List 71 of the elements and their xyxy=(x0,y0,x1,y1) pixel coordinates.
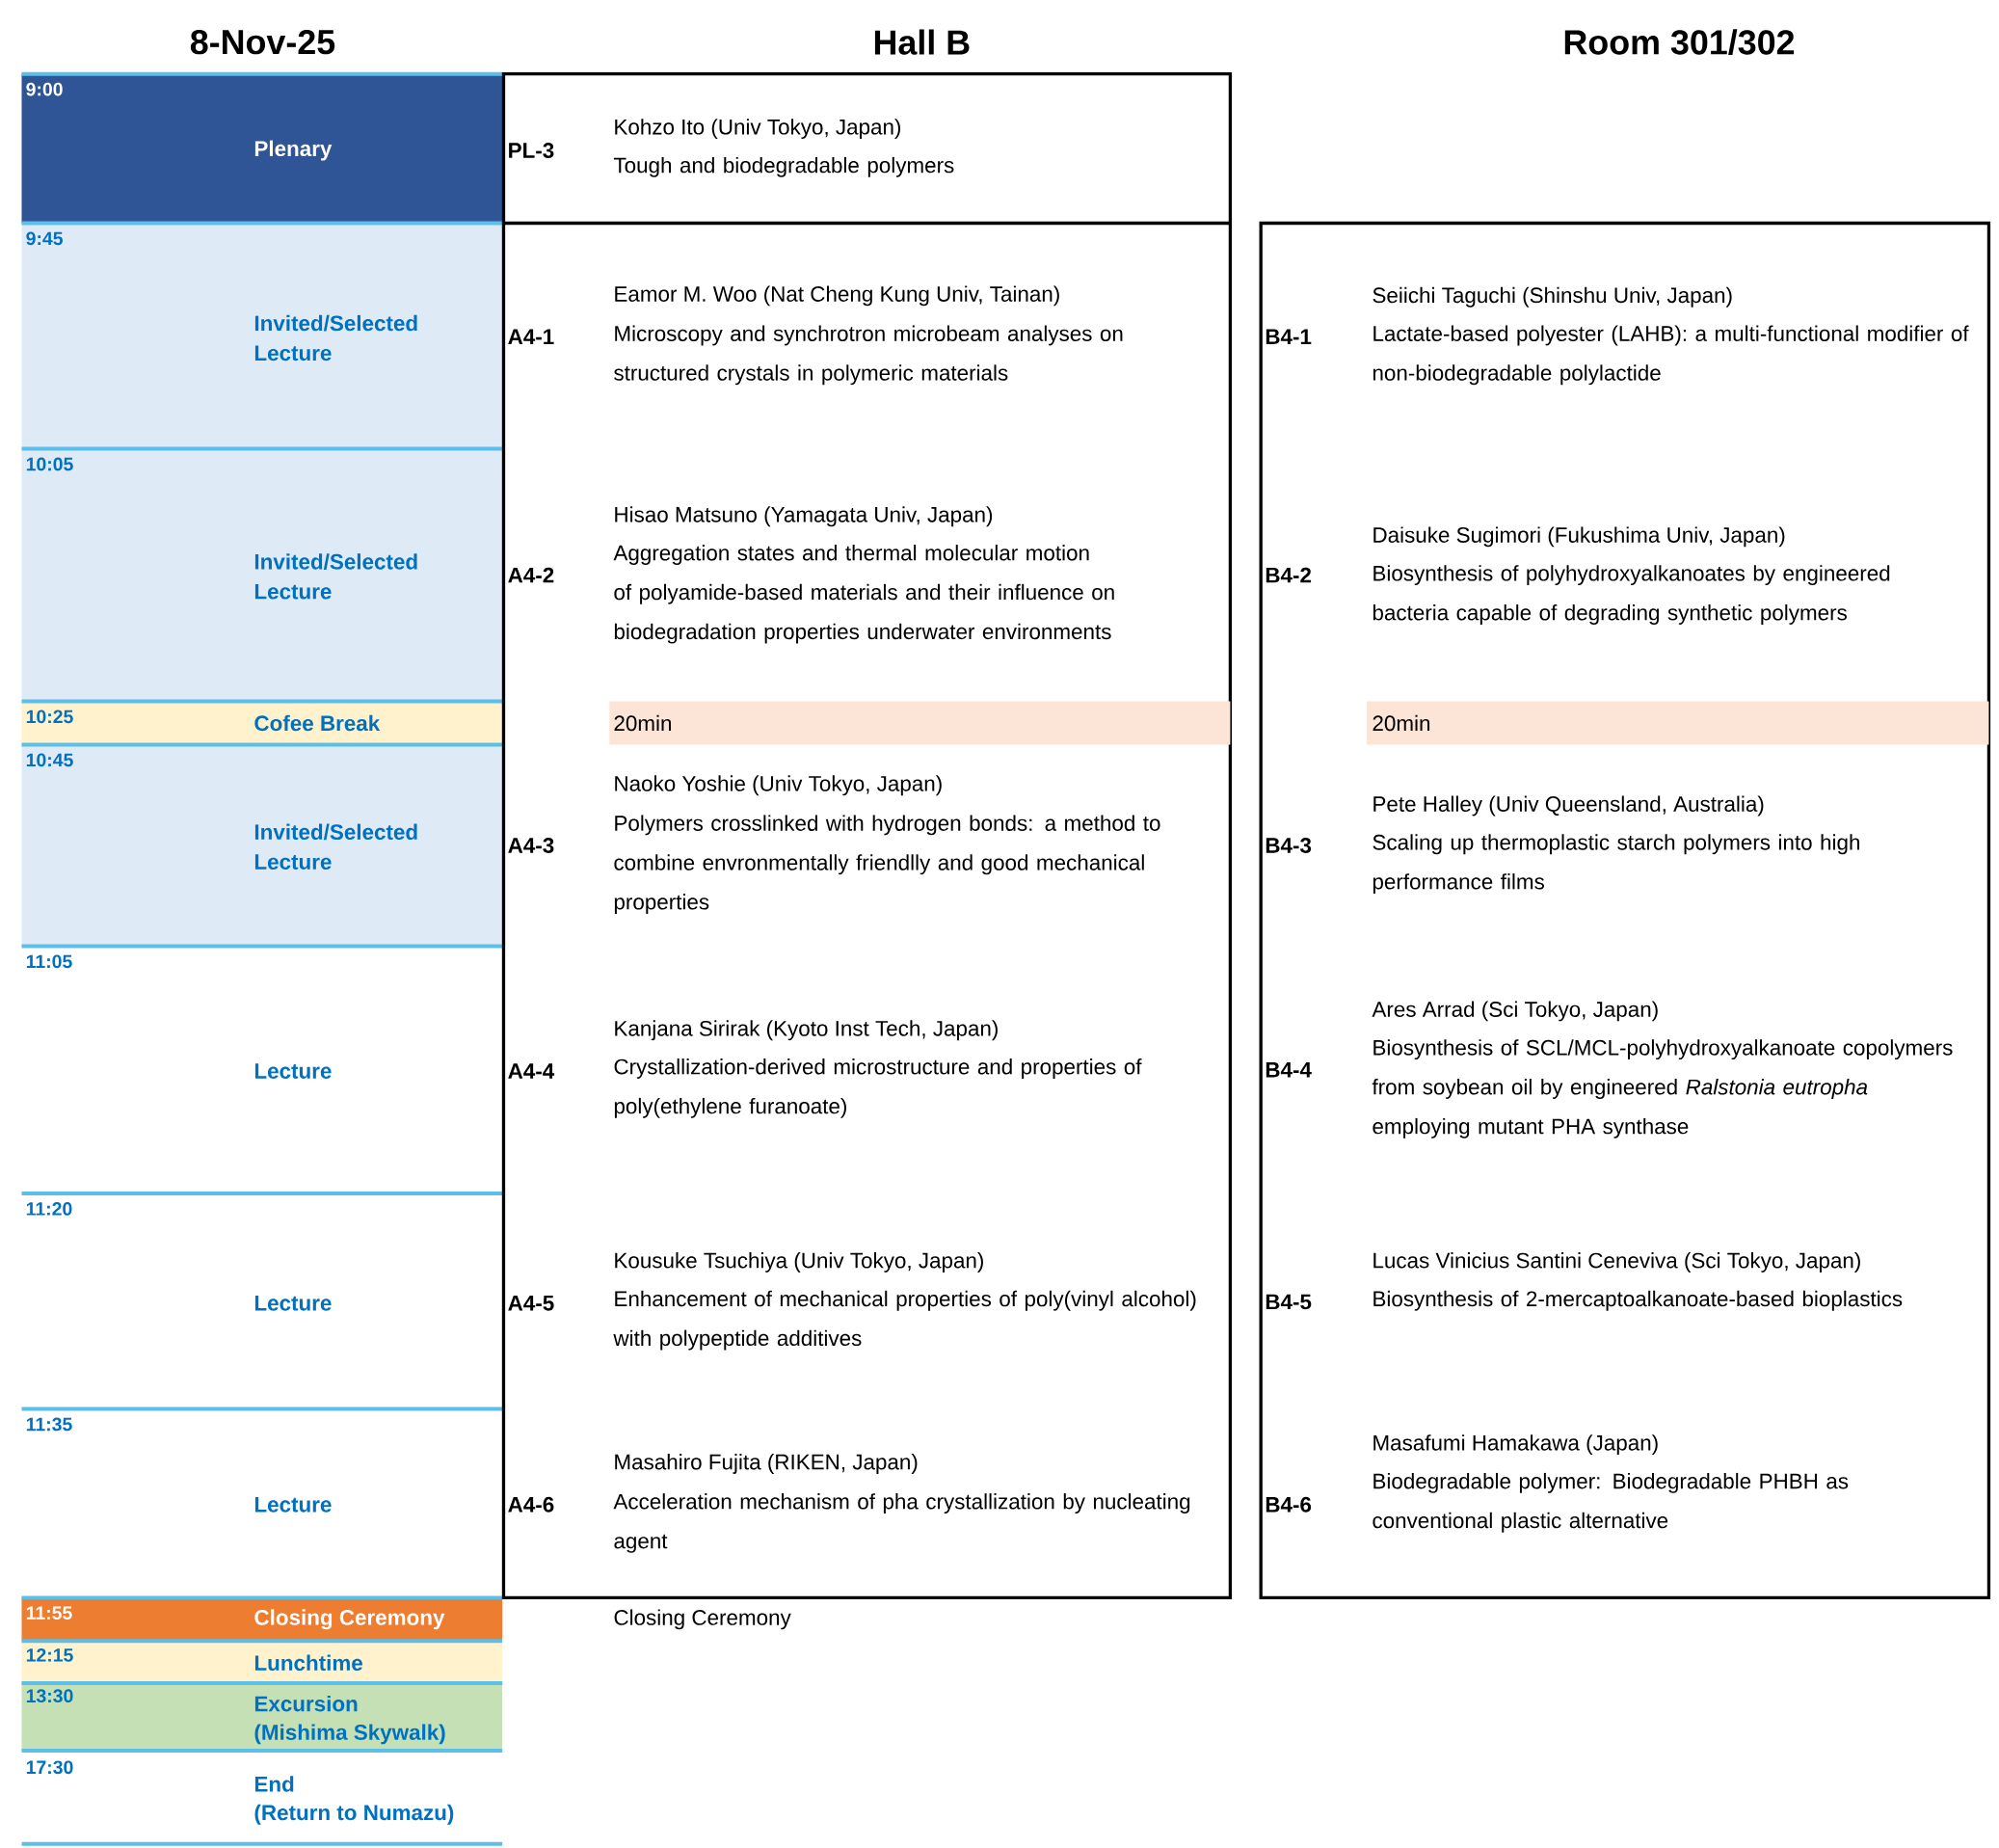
talk-code: B4-6 xyxy=(1266,1497,1312,1513)
column-heading: Hall B xyxy=(874,29,970,55)
talk-title: Enhancement of mechanical properties of poly(vinyl alcohol) with polypeptide additives xyxy=(613,1291,1196,1351)
break-band: 20min xyxy=(1366,701,1989,745)
talk-title: Acceleration mechanism of pha crystallization by nucleating agent xyxy=(613,1493,1190,1554)
time-label: 12:15 xyxy=(26,1648,73,1662)
session-label: Cofee Break xyxy=(254,714,381,732)
talk-title: Biodegradable polymer: Biodegradable PHBH as conventional plastic alternative xyxy=(1373,1473,1849,1533)
talk-code: A4-3 xyxy=(508,838,554,854)
time-label: 10:05 xyxy=(26,457,73,471)
speaker-name: Masafumi Hamakawa (Japan) xyxy=(1373,1434,1658,1456)
talk-code: A4-2 xyxy=(508,567,554,583)
time-label: 9:00 xyxy=(26,82,63,96)
talk-code: A4-4 xyxy=(508,1063,555,1079)
session-label: Plenary xyxy=(254,140,333,161)
session-label: Lecture xyxy=(254,1296,332,1311)
column-heading: Room 301/302 xyxy=(1564,29,1795,56)
session-label: Invited/Selected Lecture xyxy=(254,315,417,362)
time-label: 11:05 xyxy=(26,954,72,969)
talk-title: Aggregation states and thermal molecular motion of polyamide-based materials and their influence on biodegradation properties underwater environments xyxy=(613,545,1114,644)
speaker-name: Hisao Matsuno (Yamagata Univ, Japan) xyxy=(615,506,993,527)
speaker-name: Naoko Yoshie (Univ Tokyo, Japan) xyxy=(615,775,942,796)
session-label: Lecture xyxy=(254,1497,332,1513)
talk-title: Microscopy and synchrotron microbeam analyses on structured crystals in polymeric materials xyxy=(614,325,1123,386)
time-label: 9:45 xyxy=(26,231,63,246)
talk-code: A4-6 xyxy=(508,1497,554,1513)
session-label: (Mishima Skywalk) xyxy=(254,1724,445,1745)
time-label: 13:30 xyxy=(26,1689,73,1703)
talk-title: Crystallization-derived microstructure and properties of poly(ethylene furanoate) xyxy=(614,1058,1142,1118)
talk-title: Biosynthesis of SCL/MCL-polyhydroxyalkanoate copolymers from soybean oil by engineered Ralstonia eutropha employing mutant PHA synthase xyxy=(1372,1039,1953,1138)
speaker-name: Pete Halley (Univ Queensland, Australia) xyxy=(1373,795,1764,817)
talk-title: Biosynthesis of polyhydroxyalkanoates by engineered bacteria capable of degrading synthetic polymers xyxy=(1373,565,1890,626)
speaker-name: Ares Arrad (Sci Tokyo, Japan) xyxy=(1372,1001,1658,1022)
session-label: Excursion xyxy=(254,1696,358,1712)
session-label: Lunchtime xyxy=(254,1654,362,1672)
time-label: 11:20 xyxy=(26,1202,72,1216)
talk-title: Polymers crosslinked with hydrogen bonds: a method to combine envronmentally friendlly and good mechanical properties xyxy=(614,815,1160,915)
speaker-name: Kousuke Tsuchiya (Univ Tokyo, Japan) xyxy=(615,1252,983,1273)
talk-code: B4-3 xyxy=(1266,838,1312,854)
talk-title: Tough and biodegradable polymers xyxy=(613,157,954,177)
time-label: 11:35 xyxy=(26,1417,72,1432)
talk-code: B4-5 xyxy=(1266,1294,1312,1310)
time-label: 11:55 xyxy=(26,1606,72,1620)
speaker-name: Daisuke Sugimori (Fukushima Univ, Japan) xyxy=(1373,526,1785,548)
talk-title: Scaling up thermoplastic starch polymers into high performance films xyxy=(1373,834,1859,895)
time-label: 10:45 xyxy=(26,753,73,767)
talk-code: B4-4 xyxy=(1266,1062,1312,1078)
talk-title: Biosynthesis of 2-mercaptoalkanoate-based bioplastics xyxy=(1373,1291,1903,1311)
time-label: 10:25 xyxy=(26,710,73,724)
talk-code: PL-3 xyxy=(509,143,554,159)
break-band: 20min xyxy=(609,701,1231,745)
talk-title: Lactate-based polyester (LAHB): a multi-functional modifier of non-biodegradable polylactide xyxy=(1373,325,1969,386)
speaker-name: Eamor M. Woo (Nat Cheng Kung Univ, Tainan) xyxy=(615,285,1059,307)
speaker-name: Seiichi Taguchi (Shinshu Univ, Japan) xyxy=(1373,286,1732,308)
talk-code: A4-5 xyxy=(508,1296,554,1311)
session-label: Lecture xyxy=(254,1063,332,1080)
speaker-name: Kanjana Sirirak (Kyoto Inst Tech, Japan) xyxy=(615,1020,998,1041)
session-label: Closing Ceremony xyxy=(254,1609,445,1630)
talk-code: B4-2 xyxy=(1266,567,1312,583)
talk-code: B4-1 xyxy=(1266,329,1312,345)
closing-note: Closing Ceremony xyxy=(614,1609,791,1630)
talk-code: A4-1 xyxy=(508,329,554,345)
time-label: 17:30 xyxy=(26,1760,73,1775)
speaker-name: Kohzo Ito (Univ Tokyo, Japan) xyxy=(615,119,901,140)
session-label: Invited/Selected Lecture xyxy=(254,823,417,870)
speaker-name: Masahiro Fujita (RIKEN, Japan) xyxy=(615,1454,918,1475)
session-label: Invited/Selected Lecture xyxy=(254,553,417,600)
column-heading: 8-Nov-25 xyxy=(190,30,335,55)
session-label: (Return to Numazu) xyxy=(254,1805,454,1825)
session-label: End xyxy=(254,1776,294,1792)
speaker-name: Lucas Vinicius Santini Ceneviva (Sci Tokyo, Japan) xyxy=(1373,1252,1860,1273)
